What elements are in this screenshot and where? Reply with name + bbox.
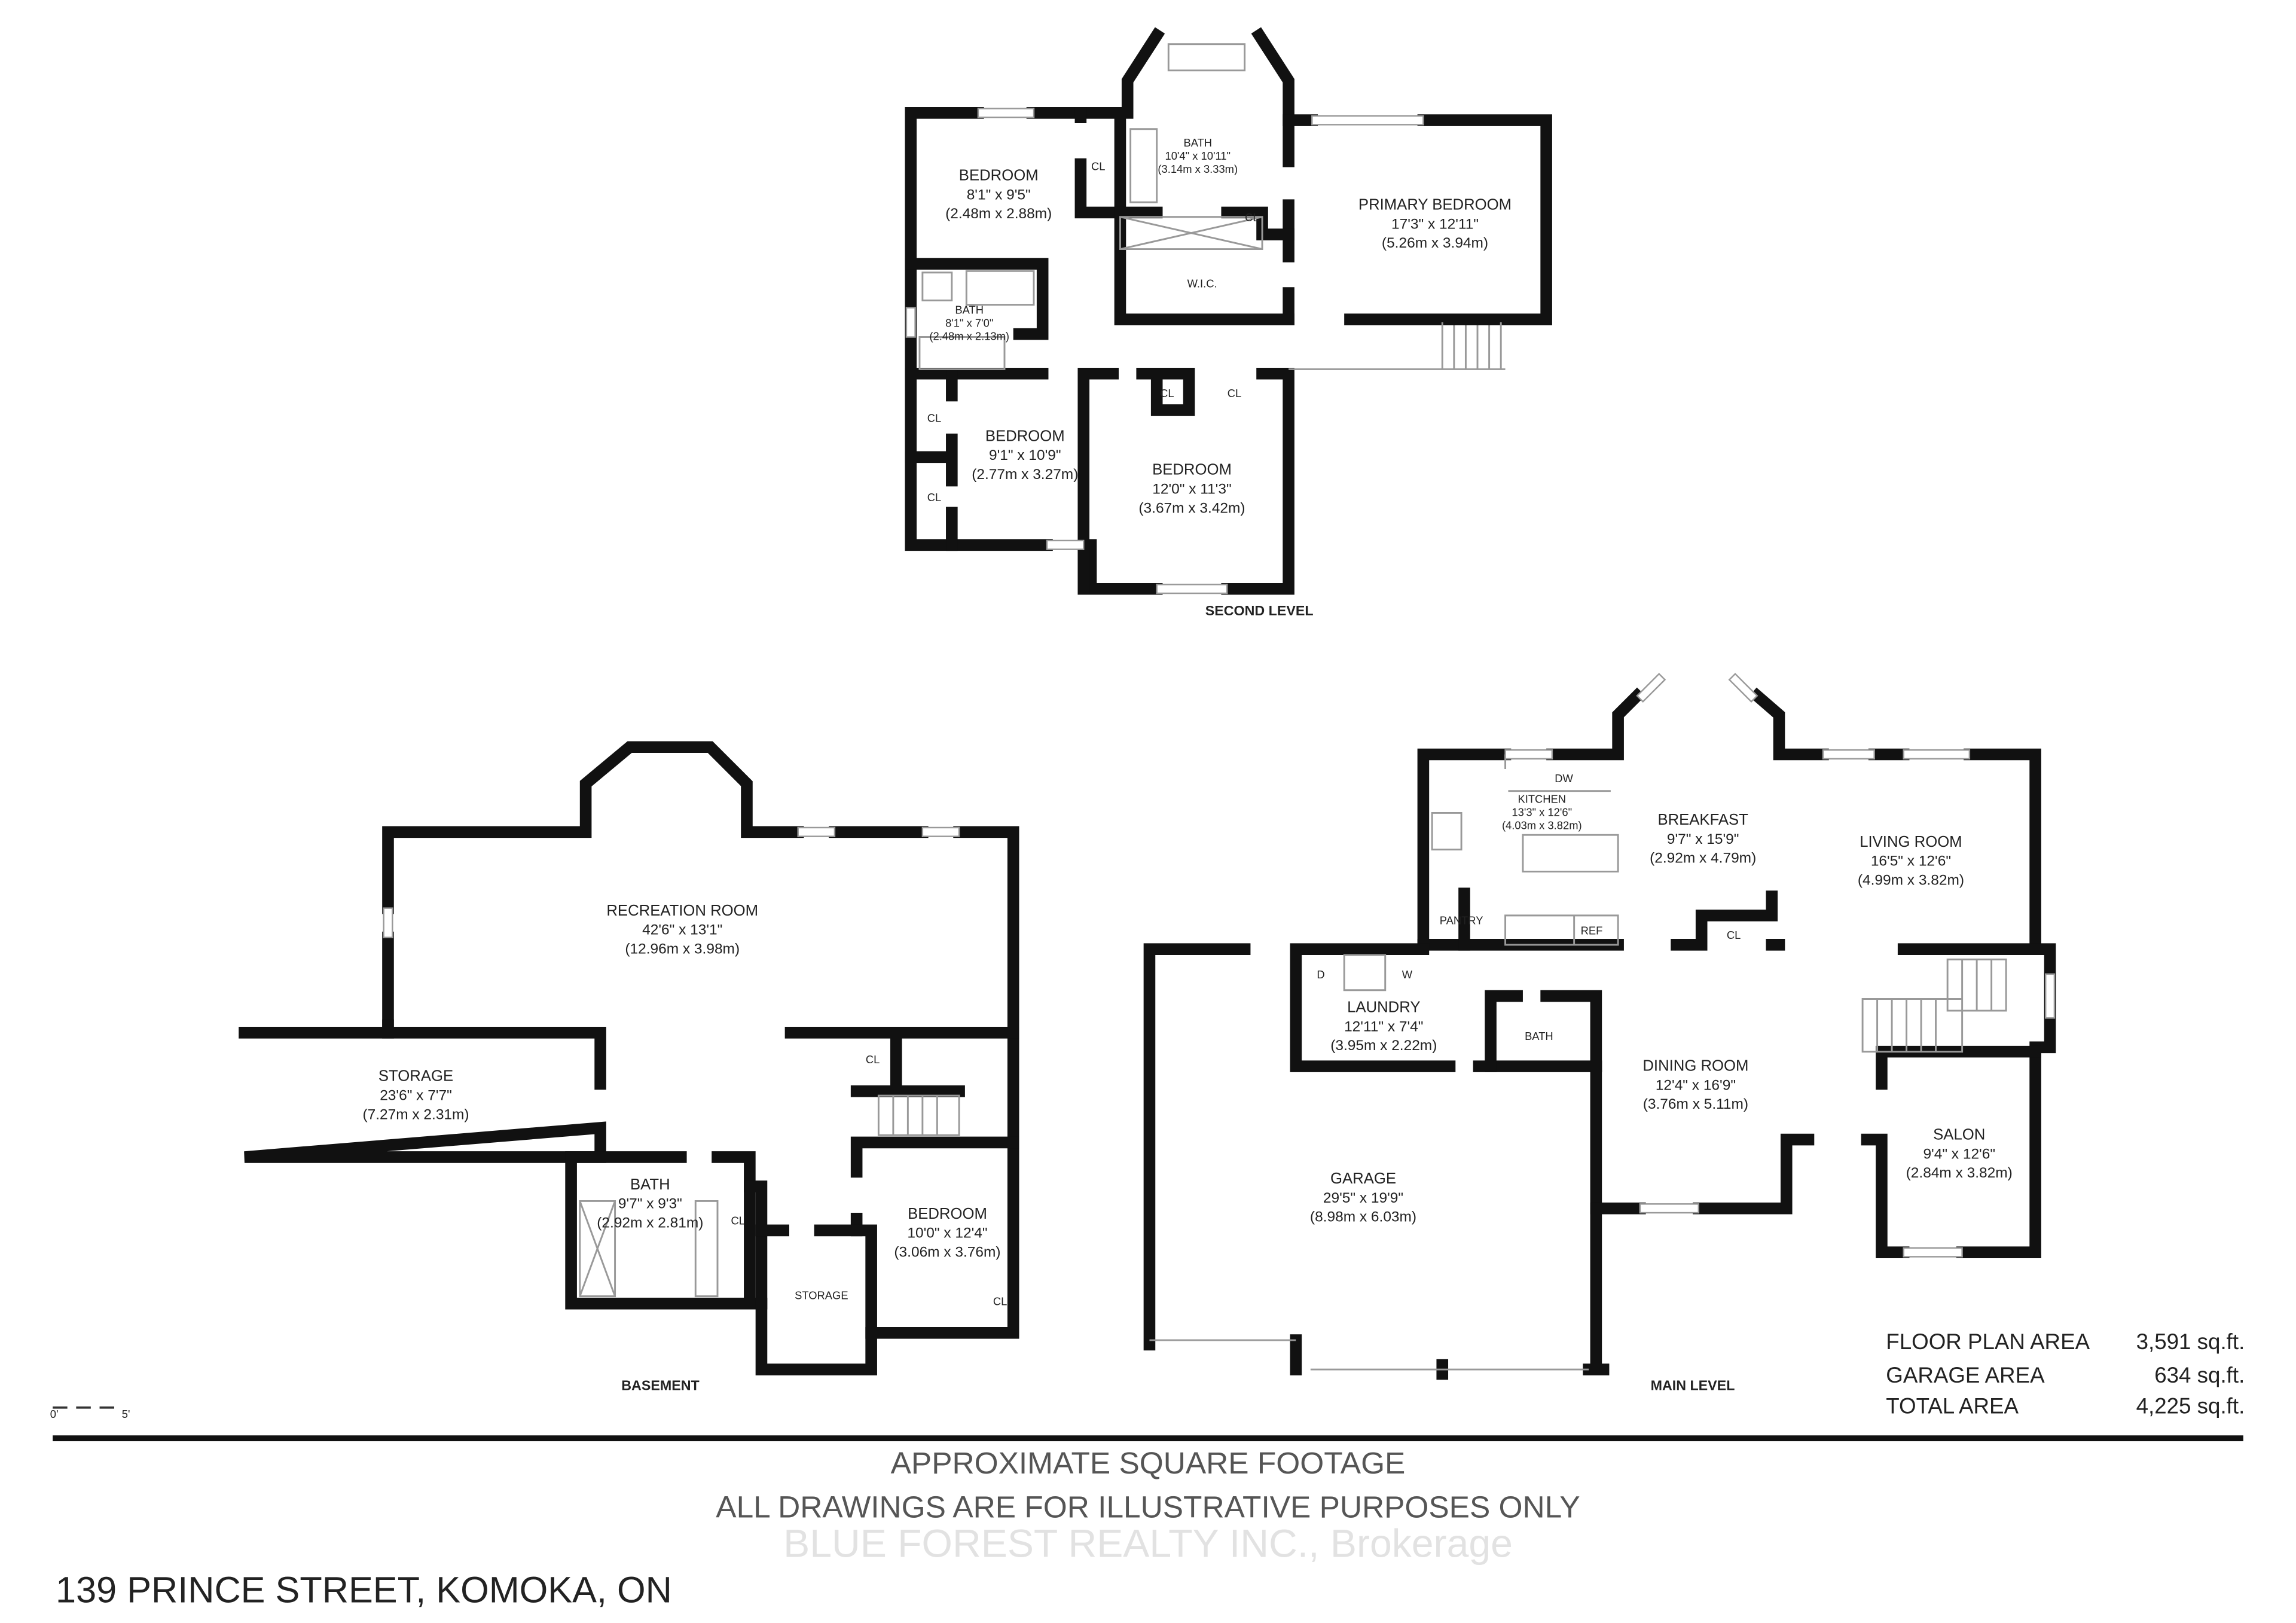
fixture-label: D — [1317, 968, 1324, 981]
room-name: BATH — [630, 1176, 670, 1193]
fixture-label: CL — [1091, 160, 1105, 172]
room-dimensions-imperial: 17'3" x 12'11" — [1391, 216, 1479, 232]
fixture-label: STORAGE — [795, 1289, 848, 1302]
second-level-walls — [905, 27, 1552, 595]
room-dimensions-imperial: 12'4" x 16'9" — [1656, 1077, 1736, 1093]
fixture-label: CL — [731, 1215, 745, 1227]
room-name: STORAGE — [378, 1068, 453, 1085]
area-label-garage: GARAGE AREA — [1886, 1363, 2045, 1387]
fixture-label: CL — [1160, 387, 1174, 399]
level-title: SECOND LEVEL — [1205, 603, 1314, 618]
room-name: BEDROOM — [1152, 462, 1232, 478]
room-name: GARAGE — [1330, 1170, 1396, 1187]
room-dimensions-imperial: 10'0" x 12'4" — [907, 1225, 987, 1241]
watermark: BLUE FOREST REALTY INC., Brokerage — [783, 1522, 1513, 1566]
room-dimensions-imperial: 13'3" x 12'6" — [1512, 806, 1572, 818]
room-dimensions-metric: (4.99m x 3.82m) — [1858, 872, 1964, 888]
area-value-floor: 3,591 sq.ft. — [2136, 1329, 2245, 1354]
fixture-label: CL — [1727, 929, 1741, 941]
room-dimensions-metric: (2.84m x 3.82m) — [1906, 1165, 2013, 1181]
room-dimensions-imperial: 8'1" x 9'5" — [967, 187, 1031, 203]
room-dimensions-metric: (12.96m x 3.98m) — [625, 941, 740, 957]
footer-line-2: ALL DRAWINGS ARE FOR ILLUSTRATIVE PURPOS… — [716, 1489, 1580, 1524]
area-summary: FLOOR PLAN AREA 3,591 sq.ft. GARAGE AREA… — [1886, 1329, 2245, 1418]
area-label-total: TOTAL AREA — [1886, 1394, 2019, 1418]
fixture-label: CL — [1228, 387, 1241, 399]
footer-line-1: APPROXIMATE SQUARE FOOTAGE — [891, 1445, 1406, 1480]
fixture-label: PANTRY — [1440, 914, 1483, 927]
room-dimensions-imperial: 9'4" x 12'6" — [1923, 1146, 1995, 1162]
room-dimensions-metric: (3.14m x 3.33m) — [1158, 163, 1238, 175]
room-dimensions-imperial: 9'7" x 15'9" — [1667, 831, 1739, 847]
fixture-label: W — [1402, 968, 1413, 981]
room-name: LIVING ROOM — [1860, 834, 1962, 850]
room-name: PRIMARY BEDROOM — [1358, 196, 1512, 213]
room-dimensions-metric: (2.48m x 2.88m) — [945, 206, 1052, 222]
room-dimensions-imperial: 16'5" x 12'6" — [1871, 853, 1951, 870]
room-dimensions-imperial: 29'5" x 19'9" — [1323, 1190, 1403, 1206]
room-name: RECREATION ROOM — [606, 902, 758, 919]
scale-end: 5' — [122, 1408, 130, 1420]
room-dimensions-imperial: 12'11" x 7'4" — [1344, 1018, 1423, 1035]
property-address: 139 PRINCE STREET, KOMOKA, ON — [56, 1569, 672, 1610]
fixture-label: CL — [1245, 211, 1259, 224]
basement-walls — [239, 741, 1019, 1375]
fixture-label: CL — [866, 1053, 880, 1066]
room-name: LAUNDRY — [1347, 999, 1420, 1016]
room-dimensions-metric: (2.92m x 4.79m) — [1650, 850, 1756, 867]
room-dimensions-metric: (2.92m x 2.81m) — [597, 1215, 703, 1231]
fixture-label: W.I.C. — [1187, 277, 1217, 289]
room-dimensions-imperial: 23'6" x 7'7" — [380, 1087, 452, 1103]
room-name: KITCHEN — [1518, 792, 1566, 805]
scale-start: 0' — [50, 1408, 59, 1420]
fixture-label: DW — [1555, 772, 1573, 785]
room-dimensions-imperial: 8'1" x 7'0" — [945, 316, 993, 329]
room-dimensions-metric: (3.67m x 3.42m) — [1138, 500, 1245, 516]
room-dimensions-metric: (3.76m x 5.11m) — [1643, 1096, 1748, 1112]
room-name: BEDROOM — [959, 167, 1039, 184]
fixture-label: CL — [927, 412, 941, 425]
room-name: BEDROOM — [908, 1206, 987, 1222]
room-dimensions-metric: (3.95m x 2.22m) — [1330, 1038, 1437, 1054]
room-name: BATH — [955, 303, 984, 316]
room-dimensions-imperial: 9'7" x 9'3" — [618, 1196, 682, 1212]
level-title: MAIN LEVEL — [1651, 1377, 1735, 1393]
room-name: BEDROOM — [985, 428, 1065, 444]
room-dimensions-metric: (2.48m x 2.13m) — [929, 330, 1009, 342]
room-dimensions-metric: (7.27m x 2.31m) — [362, 1106, 469, 1122]
fixture-label: REF — [1581, 925, 1603, 937]
room-dimensions-imperial: 12'0" x 11'3" — [1152, 481, 1231, 498]
room-dimensions-imperial: 10'4" x 10'11" — [1165, 150, 1231, 162]
main-level-walls — [1143, 673, 2056, 1380]
room-name: BREAKFAST — [1657, 812, 1748, 828]
scale-bar: 0' 5' — [50, 1406, 130, 1420]
area-value-garage: 634 sq.ft. — [2154, 1363, 2245, 1387]
room-dimensions-metric: (2.77m x 3.27m) — [972, 466, 1078, 483]
divider — [53, 1435, 2243, 1442]
room-dimensions-imperial: 42'6" x 13'1" — [642, 922, 722, 938]
area-value-total: 4,225 sq.ft. — [2136, 1394, 2245, 1418]
room-dimensions-metric: (8.98m x 6.03m) — [1310, 1209, 1416, 1225]
room-dimensions-metric: (4.03m x 3.82m) — [1502, 819, 1582, 831]
room-dimensions-metric: (5.26m x 3.94m) — [1382, 235, 1488, 251]
fixture-label: CL — [927, 491, 941, 504]
room-name: BATH — [1183, 136, 1212, 149]
area-label-floor: FLOOR PLAN AREA — [1886, 1329, 2090, 1354]
room-name: SALON — [1933, 1127, 1985, 1143]
fixture-label: BATH — [1525, 1030, 1553, 1042]
room-name: DINING ROOM — [1642, 1057, 1748, 1074]
level-title: BASEMENT — [621, 1377, 699, 1393]
room-dimensions-metric: (3.06m x 3.76m) — [894, 1244, 1000, 1260]
room-dimensions-imperial: 9'1" x 10'9" — [989, 447, 1061, 463]
fixture-label: CL — [993, 1295, 1007, 1307]
